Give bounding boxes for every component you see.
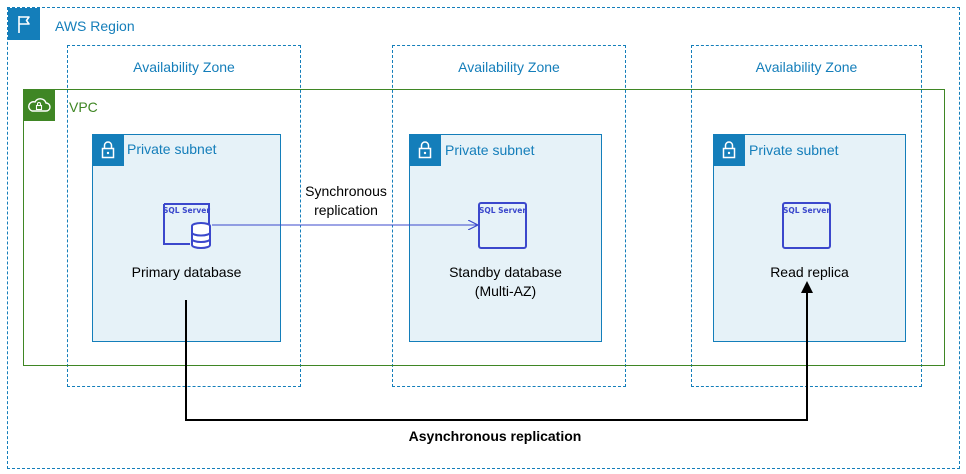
sql-server-standby-icon-text: SQL Server bbox=[479, 206, 526, 215]
private-subnet-2 bbox=[409, 134, 602, 342]
availability-zone-3-label: Availability Zone bbox=[755, 59, 858, 75]
private-subnet-2-label: Private subnet bbox=[445, 142, 535, 158]
asynchronous-replication-arrow bbox=[185, 281, 813, 421]
standby-multi-az-label: (Multi-AZ) bbox=[474, 283, 537, 299]
availability-zone-1-label: Availability Zone bbox=[133, 59, 235, 75]
vpc-label: VPC bbox=[69, 99, 98, 115]
vpc-group bbox=[23, 89, 945, 366]
lock-icon bbox=[92, 134, 124, 166]
private-subnet-1-label: Private subnet bbox=[127, 141, 217, 157]
aws-region-group bbox=[7, 7, 960, 469]
synchronous-replication-label-line1: Synchronous bbox=[305, 183, 387, 199]
flag-icon bbox=[8, 8, 40, 40]
sql-server-replica-icon-text: SQL Server bbox=[783, 206, 830, 215]
availability-zone-1 bbox=[67, 45, 301, 387]
private-subnet-3-label: Private subnet bbox=[749, 142, 839, 158]
private-subnet-3 bbox=[713, 134, 906, 342]
standby-database-label: Standby database bbox=[449, 264, 562, 280]
availability-zone-2 bbox=[392, 45, 626, 387]
availability-zone-2-label: Availability Zone bbox=[458, 59, 560, 75]
read-replica-label: Read replica bbox=[770, 264, 849, 280]
sql-server-primary-icon: SQL Server bbox=[163, 203, 211, 249]
primary-database-label: Primary database bbox=[131, 264, 242, 280]
lock-icon bbox=[713, 134, 745, 166]
synchronous-replication-label-line2: replication bbox=[314, 202, 378, 218]
sql-server-replica-icon: SQL Server bbox=[782, 202, 831, 249]
region-label: AWS Region bbox=[55, 18, 135, 34]
sql-server-primary-icon-text: SQL Server bbox=[163, 206, 210, 215]
asynchronous-replication-label: Asynchronous replication bbox=[408, 428, 582, 444]
cloud-lock-icon bbox=[23, 89, 55, 121]
lock-icon bbox=[409, 134, 441, 166]
sql-server-standby-icon: SQL Server bbox=[478, 202, 527, 249]
